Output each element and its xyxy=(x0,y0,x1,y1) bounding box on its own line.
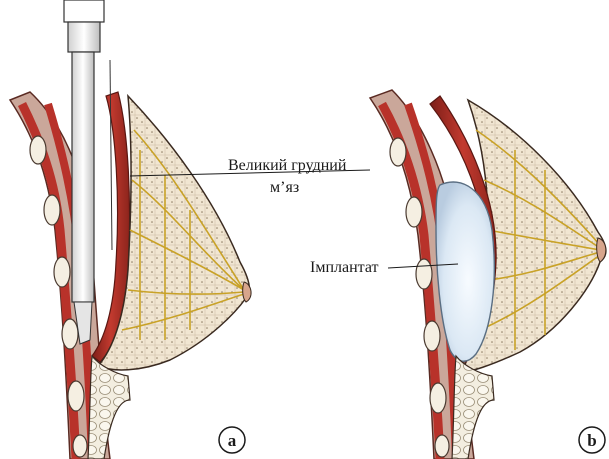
panel-a-letter: a xyxy=(228,431,237,450)
panel-b-badge: b xyxy=(579,427,605,453)
panel-a-badge: a xyxy=(219,427,245,453)
panel-a-illustration xyxy=(10,0,251,459)
nipple-a xyxy=(243,282,251,302)
muscle-label-line2: м’яз xyxy=(270,179,299,196)
fat-layer-a xyxy=(88,356,130,459)
fat-layer-b xyxy=(452,356,494,459)
panel-b-illustration xyxy=(370,90,606,459)
muscle-label-line1: Великий грудний xyxy=(228,157,347,174)
panel-b-letter: b xyxy=(587,431,596,450)
implant-label: Імплантат xyxy=(310,259,379,276)
